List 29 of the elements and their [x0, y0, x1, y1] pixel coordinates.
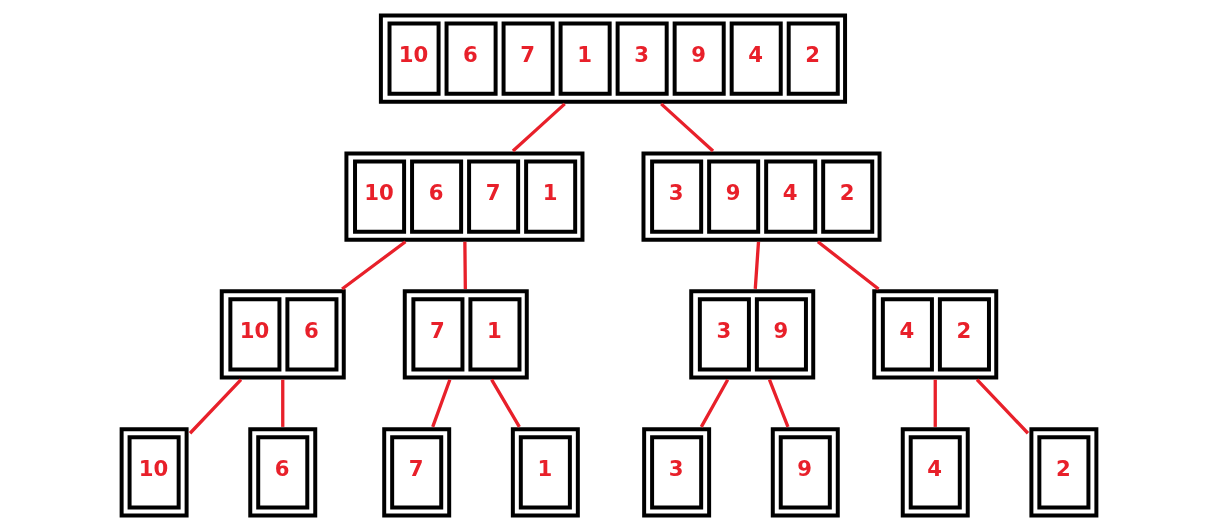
connector	[463, 241, 467, 289]
connector	[660, 102, 715, 153]
connector	[816, 240, 880, 291]
node-box: 3	[642, 427, 712, 518]
connector	[933, 379, 937, 427]
connector	[511, 102, 566, 153]
connector	[699, 378, 730, 428]
node-box: 4 2	[872, 289, 999, 380]
node-box: 10 6 7 1 3 9 4 2	[378, 13, 848, 104]
connector	[753, 241, 761, 290]
node-box: 1	[510, 427, 580, 518]
connector	[431, 379, 452, 428]
connector	[767, 379, 790, 428]
connector	[975, 378, 1030, 435]
node-box: 7	[382, 427, 452, 518]
connector	[188, 378, 243, 435]
node-box: 2	[1029, 427, 1099, 518]
node-box: 10	[119, 427, 189, 518]
node-box: 9	[770, 427, 840, 518]
node-box: 10 6 7 1	[344, 151, 585, 242]
node-box: 6	[248, 427, 318, 518]
connector	[490, 378, 521, 428]
node-box: 3 9 4 2	[641, 151, 882, 242]
node-box: 4	[900, 427, 970, 518]
node-box: 7 1	[402, 289, 529, 380]
connector	[341, 240, 407, 291]
node-box: 10 6	[219, 289, 346, 380]
connector	[281, 379, 285, 427]
node-box: 3 9	[689, 289, 816, 380]
